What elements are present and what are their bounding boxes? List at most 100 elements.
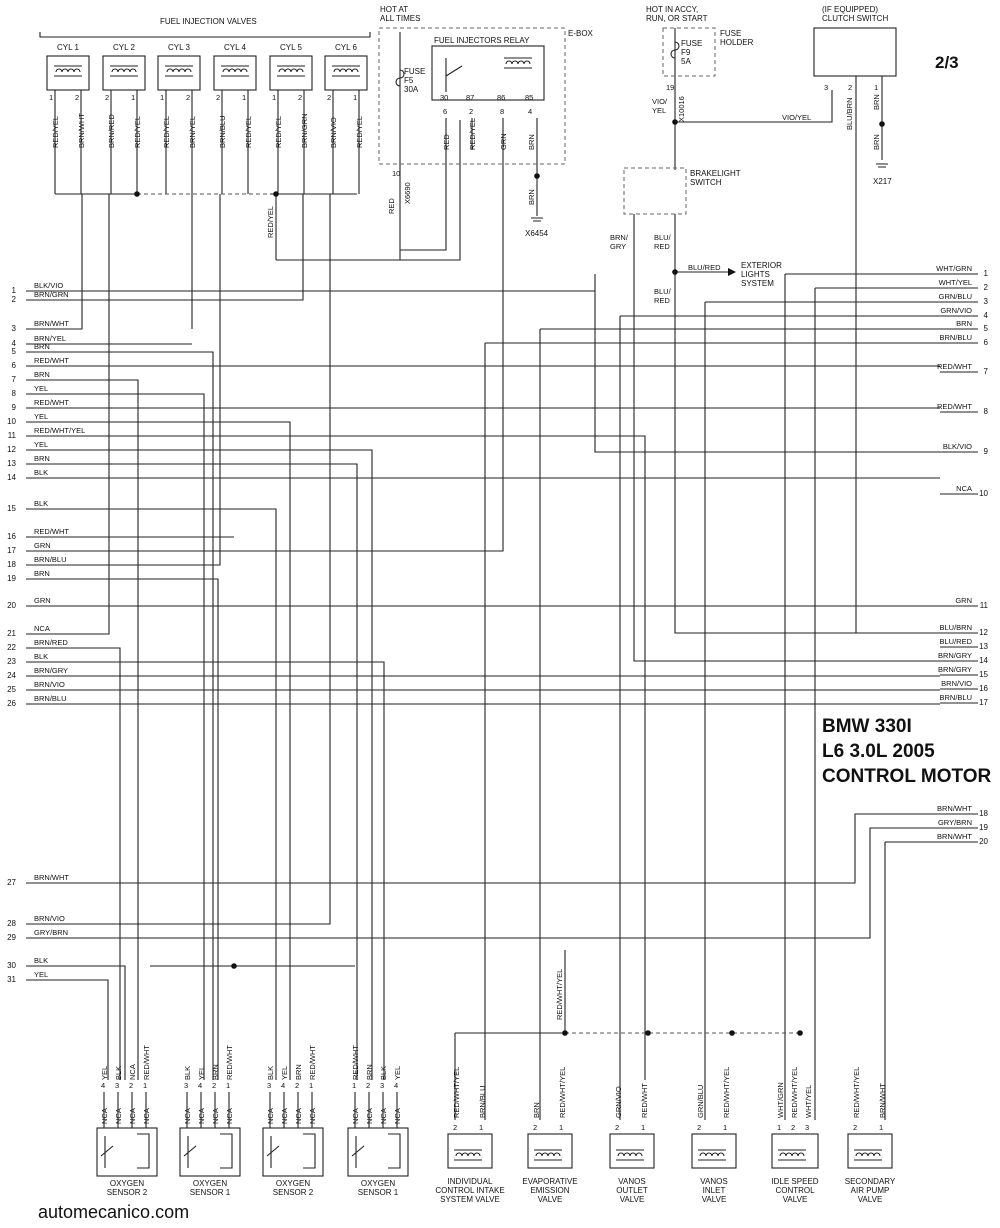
wire-blk-o2 xyxy=(26,965,126,1080)
injector-wire-color: BRN/BLU xyxy=(218,115,227,148)
oxygen-sensor-name: SENSOR 2 xyxy=(273,1188,314,1197)
wire-color: VIO/ xyxy=(652,97,668,106)
oxygen-sensor-pin: 4 xyxy=(198,1081,202,1090)
wire-color: RED xyxy=(654,296,670,305)
wire-brn-red xyxy=(26,647,121,1080)
injector-3 xyxy=(157,55,201,91)
injector-coil-icon xyxy=(54,65,82,77)
injector-wire-color: BRN/WHT xyxy=(77,113,86,148)
wire-blk-vio xyxy=(594,274,940,453)
valve-name: IDLE SPEED xyxy=(771,1177,818,1186)
wire-yel-o2 xyxy=(26,449,373,1080)
oxygen-sensor-pin: 2 xyxy=(212,1081,216,1090)
left-pin-wire-color: BLK xyxy=(34,499,48,508)
valve-wire-color: RED/WHT/YEL xyxy=(452,1067,461,1118)
connector-id: X10016 xyxy=(677,96,686,122)
left-pin-wire-color: BLK xyxy=(34,468,48,477)
coil-loop xyxy=(296,68,304,73)
sensor-terminal-label: NCA xyxy=(294,1108,303,1124)
valve-solenoid-icon xyxy=(616,1149,644,1161)
oxygen-sensor-wire-color: BRN xyxy=(211,1064,220,1080)
oxygen-sensor-name: OXYGEN xyxy=(193,1179,227,1188)
left-pin-number: 5 xyxy=(12,347,17,356)
right-pin-number: 1 xyxy=(984,269,989,278)
left-pin-wire-color: BRN/GRN xyxy=(34,290,69,299)
valve-pin-number: 1 xyxy=(479,1123,483,1132)
left-pin-wire-color: GRY/BRN xyxy=(34,928,68,937)
left-pin-number: 24 xyxy=(7,671,16,680)
x217-connector-label: X217 xyxy=(873,177,892,186)
right-pin-wire-color: GRN xyxy=(955,596,972,605)
diagram-title-line2: L6 3.0L 2005 xyxy=(822,741,935,762)
injector-2 xyxy=(102,55,146,91)
right-pin-wire-color: BLU/BRN xyxy=(939,623,972,632)
oxygen-sensor-pin: 1 xyxy=(309,1081,313,1090)
injector-6 xyxy=(324,55,368,91)
website-watermark: automecanico.com xyxy=(38,1202,189,1222)
fuse-holder xyxy=(662,27,716,77)
wire-color: RED/WHT/YEL xyxy=(555,969,564,1020)
left-pin-number: 29 xyxy=(7,933,16,942)
oxygen-sensor-pin: 1 xyxy=(143,1081,147,1090)
fuel-injection-valves-label: FUEL INJECTION VALVES xyxy=(160,17,257,26)
wire-gry-brn xyxy=(26,827,940,939)
wire-cyl5 xyxy=(26,194,304,301)
left-pin-wire-color: BRN/WHT xyxy=(34,319,69,328)
valve-solenoid-icon xyxy=(778,1149,806,1161)
oxygen-sensor-name: OXYGEN xyxy=(276,1179,310,1188)
injector-wire-color: RED/YEL xyxy=(51,116,60,148)
splice-dot xyxy=(797,1030,803,1036)
right-pin-wire-color: RED/WHT xyxy=(937,402,972,411)
left-pin-wire-color: YEL xyxy=(34,384,48,393)
injector-1 xyxy=(46,55,90,91)
wire-blu-brn xyxy=(855,76,940,634)
valve-pin-number: 2 xyxy=(533,1123,537,1132)
right-pin-wire-color: RED/WHT xyxy=(937,362,972,371)
oxygen-sensor-pin: 1 xyxy=(352,1081,356,1090)
injector-pin-number: 1 xyxy=(272,93,276,102)
sensor-terminal-label: NCA xyxy=(183,1108,192,1124)
sensor-terminal-label: NCA xyxy=(100,1108,109,1124)
left-pin-wire-color: GRN xyxy=(34,596,51,605)
brake-light-switch-label: SWITCH xyxy=(690,178,722,187)
coil-loop xyxy=(129,68,137,73)
splice-dot xyxy=(645,1030,651,1036)
valve-name: VANOS xyxy=(618,1177,645,1186)
oxygen-sensor-wire-color: YEL xyxy=(197,1066,206,1080)
wire-color: BLU/ xyxy=(654,287,672,296)
right-pin-number: 19 xyxy=(979,823,988,832)
relay-pin: 30 xyxy=(440,93,448,102)
left-pin-number: 16 xyxy=(7,532,16,541)
injector-pin-number: 2 xyxy=(327,93,331,102)
oxygen-sensor-wire-color: YEL xyxy=(393,1066,402,1080)
injector-wire-color: RED/YEL xyxy=(162,116,171,148)
e-box-label: E-BOX xyxy=(568,29,594,38)
right-pin-wire-color: BLK/VIO xyxy=(943,442,972,451)
relay-wire-color: GRN xyxy=(499,133,508,150)
right-pin-wire-color: BRN/GRY xyxy=(938,665,972,674)
relay-pin-number: 6 xyxy=(443,107,447,116)
coil-loop xyxy=(717,1152,725,1157)
wire-brn xyxy=(26,351,214,1080)
valve-wire-color: GRN/VIO xyxy=(614,1086,623,1118)
right-pin-number: 9 xyxy=(984,447,989,456)
bus-wire xyxy=(276,120,461,261)
valve-name: AIR PUMP xyxy=(851,1186,890,1195)
clutch-pin-number: 3 xyxy=(824,83,828,92)
wire-yel-o2 xyxy=(26,393,205,1080)
wire-cyl1 xyxy=(26,194,83,330)
sensor-terminal-label: NCA xyxy=(128,1108,137,1124)
oxygen-sensor-wire-color: BLK xyxy=(183,1066,192,1080)
wire-cyl4 xyxy=(26,194,221,566)
oxygen-sensor-wire-color: BLK xyxy=(114,1066,123,1080)
valve-name: VALVE xyxy=(858,1195,883,1204)
valve-3 xyxy=(609,1133,655,1169)
relay-wire xyxy=(400,118,447,251)
relay-pin-number: 8 xyxy=(500,107,504,116)
left-pin-number: 1 xyxy=(12,286,17,295)
injector-pin-number: 1 xyxy=(353,93,357,102)
arrow-icon xyxy=(728,268,736,276)
oxygen-sensor-wire-color: RED/WHT xyxy=(225,1045,234,1080)
injector-bracket xyxy=(39,32,371,38)
